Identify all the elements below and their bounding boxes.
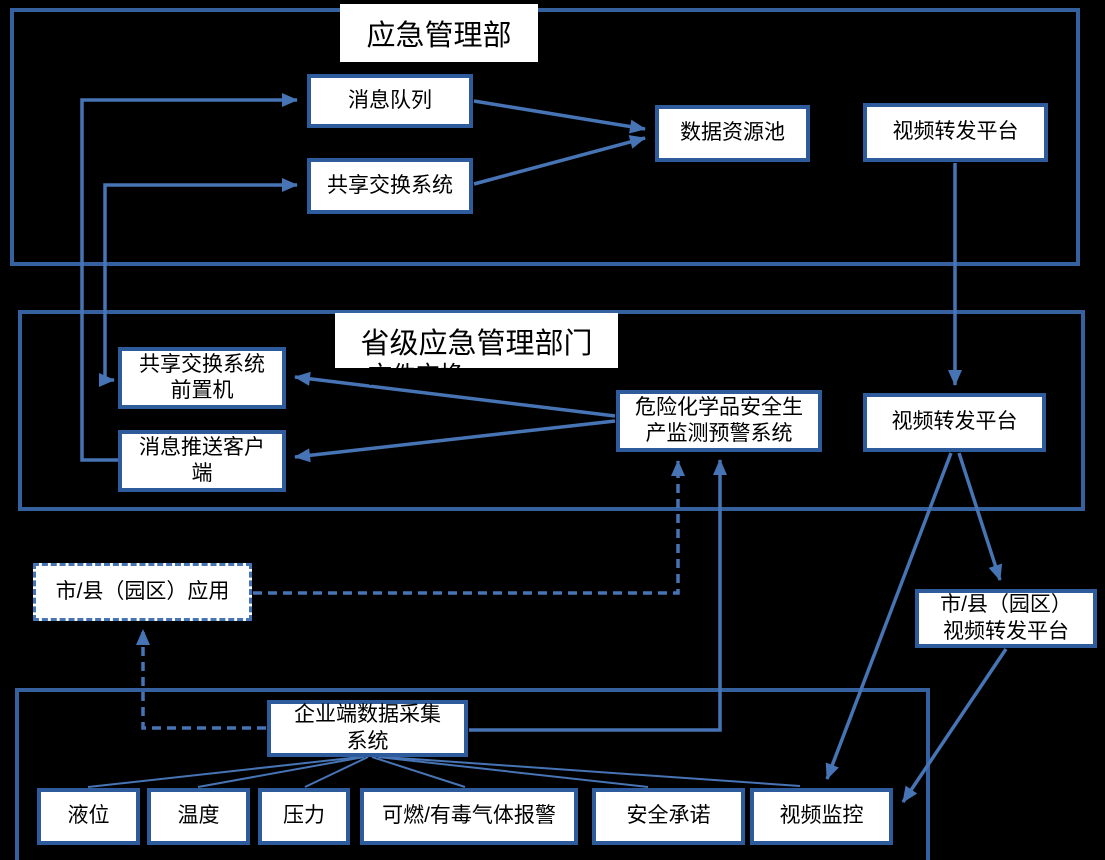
- edge-collect-to-temperature: [197, 756, 365, 788]
- node-safety-commitment: 安全承诺: [592, 788, 745, 845]
- node-hazchem-system-label: 危险化学品安全生产监测预警系统: [635, 395, 803, 445]
- node-msg-queue: 消息队列: [307, 74, 473, 128]
- edge-collect-to-videomonitor: [383, 756, 801, 787]
- node-share-exchange-front-label: 共享交换系统前置机: [139, 352, 265, 402]
- edge-msgqueue-to-datapool: [473, 99, 646, 134]
- edge-cityvideo-to-videomonitor: [901, 648, 1008, 803]
- node-city-app-label: 市/县（园区）应用: [55, 579, 230, 603]
- node-video-forward-national: 视频转发平台: [863, 103, 1048, 162]
- node-msg-push-client-label: 消息推送客户端: [139, 435, 265, 485]
- edge-collect-to-pressure: [304, 756, 369, 788]
- node-share-exchange-front: 共享交换系统前置机: [118, 347, 286, 409]
- edge-provvideo-to-videomonitor: [825, 452, 953, 780]
- node-city-app: 市/县（园区）应用: [33, 563, 252, 621]
- node-enterprise-collect: 企业端数据采集系统: [267, 700, 468, 757]
- node-pressure-label: 压力: [283, 804, 325, 828]
- node-video-forward-provincial: 视频转发平台: [863, 393, 1046, 452]
- node-city-video-forward-label: 市/县（园区）视频转发平台: [940, 593, 1072, 643]
- node-liquid-level-label: 液位: [67, 804, 110, 828]
- node-gas-alarm: 可燃/有毒气体报警: [360, 788, 578, 845]
- edge-collect-to-safety: [377, 756, 649, 788]
- node-liquid-level: 液位: [37, 788, 140, 845]
- node-video-monitor: 视频监控: [750, 788, 893, 845]
- edge-collect-to-hazchem: [469, 459, 727, 732]
- enterprise-container: [15, 688, 930, 860]
- node-safety-commitment-label: 安全承诺: [626, 804, 711, 828]
- node-enterprise-collect-label: 企业端数据采集系统: [294, 703, 441, 753]
- node-share-exchange-label: 共享交换系统: [327, 173, 453, 197]
- node-city-video-forward: 市/县（园区）视频转发平台: [915, 589, 1097, 648]
- provincial-title-text: 省级应急管理部门: [360, 327, 593, 360]
- edge-collect-to-cityapp: [136, 629, 266, 730]
- node-video-forward-national-label: 视频转发平台: [892, 120, 1019, 144]
- edge-provvideo-to-cityvideo: [957, 452, 1003, 581]
- node-hazchem-system: 危险化学品安全生产监测预警系统: [616, 390, 822, 452]
- national-container: [10, 8, 1080, 266]
- edge-msgclient-to-msgqueue: [80, 93, 298, 462]
- node-data-pool: 数据资源池: [655, 105, 810, 162]
- node-gas-alarm-label: 可燃/有毒气体报警: [382, 804, 556, 828]
- node-msg-queue-label: 消息队列: [348, 88, 432, 112]
- national-title: 应急管理部: [340, 4, 538, 62]
- node-video-monitor-label: 视频监控: [779, 804, 864, 828]
- node-msg-push-client: 消息推送客户端: [118, 430, 286, 492]
- node-share-exchange: 共享交换系统: [307, 158, 473, 214]
- provincial-title: 省级应急管理部门: [335, 313, 618, 368]
- provincial-partial-label: 文件交换: [368, 362, 464, 389]
- edge-hazchem-to-msgclient: [294, 419, 616, 463]
- edge-hazchem-to-front: [294, 371, 616, 418]
- node-temperature: 温度: [147, 788, 250, 845]
- national-title-text: 应急管理部: [366, 20, 512, 52]
- node-video-forward-provincial-label: 视频转发平台: [891, 410, 1018, 434]
- edge-front-exchange-bidirectional: [99, 178, 298, 387]
- node-pressure: 压力: [258, 788, 350, 845]
- edge-cityapp-to-hazchem: [253, 460, 685, 595]
- edge-collect-to-liquid: [87, 756, 361, 788]
- edge-collect-to-gas: [371, 756, 466, 788]
- node-temperature-label: 温度: [177, 804, 220, 828]
- node-data-pool-label: 数据资源池: [680, 121, 785, 145]
- provincial-container: [18, 310, 1085, 511]
- edge-exchange-to-datapool: [473, 135, 646, 186]
